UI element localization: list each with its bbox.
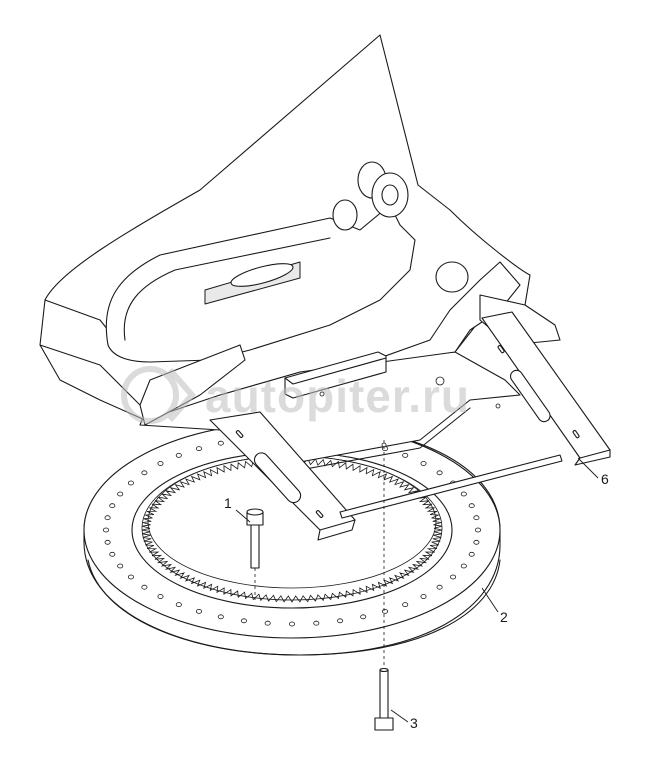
bolt-1 <box>246 508 264 600</box>
bolt-hole <box>474 527 481 533</box>
bolt-hole <box>420 461 427 466</box>
bolt-hole <box>436 584 443 590</box>
bolt-hole <box>460 563 467 569</box>
bolt-hole <box>127 480 134 486</box>
bolt-hole <box>473 515 480 521</box>
watermark-logo <box>121 366 196 424</box>
bolt-hole <box>109 551 116 557</box>
bolt-hole <box>264 620 271 626</box>
bolt-hole <box>313 620 320 626</box>
bolt-hole <box>141 584 148 590</box>
bolt-hole <box>337 618 344 624</box>
boom-support-frame <box>39 34 561 426</box>
slotted-bracket-right <box>481 311 611 466</box>
long-rod <box>339 454 563 519</box>
bolt-hole <box>195 446 202 452</box>
bolt-hole <box>175 452 182 458</box>
bolt-hole <box>436 470 443 476</box>
bolt-hole <box>117 491 124 497</box>
bolt-hole <box>473 539 480 545</box>
bolt-hole <box>141 470 148 476</box>
bolt-hole <box>157 461 164 466</box>
slewing-ring <box>83 421 501 656</box>
bolt-hole <box>240 618 247 624</box>
leader-lines <box>235 457 599 723</box>
bolt-hole <box>381 609 388 614</box>
bolt-hole <box>460 491 467 497</box>
bolt-3 <box>374 440 394 731</box>
callout-1: 1 <box>224 495 232 511</box>
slotted-bracket-left <box>209 411 356 541</box>
bolt-hole <box>288 621 295 627</box>
watermark-text: autopiter.ru <box>205 370 470 422</box>
bolt-hole <box>360 614 367 620</box>
gear-tooth-profile <box>141 457 443 603</box>
bolt-hole <box>217 614 224 620</box>
bolt-hole <box>117 563 124 569</box>
bolt-hole <box>450 574 457 580</box>
bolt-hole <box>104 515 111 521</box>
callout-6: 6 <box>601 471 609 487</box>
bolt-hole <box>402 602 409 607</box>
bolt-hole <box>103 527 110 533</box>
bolt-hole <box>468 551 475 557</box>
callout-3: 3 <box>410 715 418 731</box>
ring-gear-teeth <box>141 457 443 603</box>
bolt-hole <box>109 503 116 509</box>
bolt-hole <box>195 609 202 614</box>
bolt-hole <box>217 440 224 446</box>
bolt-hole <box>127 574 134 580</box>
bolt-hole <box>175 602 182 607</box>
callout-2: 2 <box>500 609 508 625</box>
bolt-hole <box>402 452 409 458</box>
bolt-hole <box>468 503 475 509</box>
bolt-hole <box>157 594 164 599</box>
bolt-hole <box>104 539 111 545</box>
bolt-hole <box>420 594 427 599</box>
